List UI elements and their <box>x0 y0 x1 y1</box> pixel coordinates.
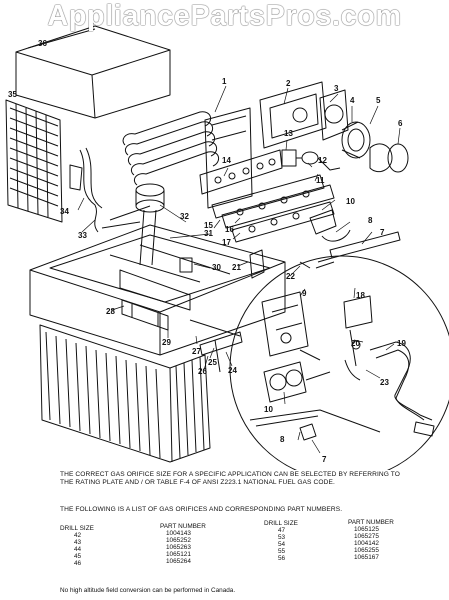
drill-size-header: Drill Size <box>60 525 94 532</box>
inducer-motor <box>369 143 409 173</box>
callout-number-25: 25 <box>208 358 217 367</box>
part-number-cell: 1065263 <box>166 544 191 551</box>
callout-number-17: 17 <box>222 238 231 247</box>
callout-number-22: 22 <box>286 272 295 281</box>
part-number-header: Part Number <box>160 523 206 530</box>
drill-size-cell: 54 <box>278 541 286 548</box>
callout-number-11: 11 <box>316 176 325 185</box>
drill-size-column-left: Drill Size 42 43 44 45 46 <box>60 525 94 567</box>
callout-number-5: 5 <box>376 96 381 105</box>
callout-number-21: 21 <box>232 263 241 272</box>
burner-assembly <box>211 174 335 243</box>
callout-number-36: 36 <box>38 39 47 48</box>
callout-number-24: 24 <box>228 366 237 375</box>
callout-number-29: 29 <box>162 338 171 347</box>
part-number-cell: 1065125 <box>354 526 379 533</box>
callout-number-16: 16 <box>225 225 234 234</box>
drill-size-cell: 42 <box>74 532 82 539</box>
callout-number-35: 35 <box>8 90 17 99</box>
part-number-column-left: Part Number 1004143 1065252 1065263 1065… <box>160 523 206 565</box>
callout-number-12: 12 <box>318 156 327 165</box>
callout-number-20: 20 <box>351 339 360 348</box>
wiring-harness <box>69 147 103 233</box>
callout-number-26: 26 <box>198 367 207 376</box>
callout-number-34: 34 <box>60 207 69 216</box>
callout-number-28: 28 <box>106 307 115 316</box>
drill-size-cell: 45 <box>74 553 82 560</box>
callout-number-15: 15 <box>204 221 213 230</box>
high-altitude-footnote: No high altitude field conversion can be… <box>60 587 236 594</box>
part-number-column-right: Part Number 1065125 1065275 1004142 1065… <box>348 519 394 561</box>
callout-number-18: 18 <box>356 291 365 300</box>
part-number-cell: 1004142 <box>354 540 379 547</box>
gas-orifice-note: The correct gas orifice size for a speci… <box>60 471 401 486</box>
drill-size-column-right: Drill Size 47 53 54 55 56 <box>264 520 298 562</box>
igniter <box>309 209 351 242</box>
drill-size-header: Drill Size <box>264 520 298 527</box>
callout-number-30: 30 <box>212 263 221 272</box>
mounting-rail <box>315 231 401 269</box>
heat-exchanger <box>122 107 253 209</box>
callout-number-8: 8 <box>280 435 285 444</box>
orifice-table: Drill Size 42 43 44 45 46 Part Number 10… <box>60 519 400 581</box>
part-number-header: Part Number <box>348 519 394 526</box>
drill-size-cell: 55 <box>278 548 286 555</box>
callout-number-14: 14 <box>222 156 231 165</box>
part-number-cell: 1004143 <box>166 530 191 537</box>
callout-number-23: 23 <box>380 378 389 387</box>
inducer-mount-plate <box>259 81 327 149</box>
callout-number-19: 19 <box>397 339 406 348</box>
callout-number-9: 9 <box>302 289 307 298</box>
top-cover-panel <box>15 25 171 119</box>
condenser-coil <box>39 324 243 463</box>
drill-size-cell: 44 <box>74 546 82 553</box>
part-number-cell: 1065255 <box>354 547 379 554</box>
evaporator-coil <box>5 99 63 223</box>
callout-number-2: 2 <box>286 79 291 88</box>
part-number-cell: 1065264 <box>166 558 191 565</box>
callout-number-3: 3 <box>334 84 339 93</box>
callout-number-10: 10 <box>346 197 355 206</box>
callout-number-10: 10 <box>264 405 273 414</box>
callout-number-27: 27 <box>192 347 201 356</box>
callout-leaders <box>77 85 401 454</box>
drill-size-cell: 56 <box>278 555 286 562</box>
part-number-cell: 1065275 <box>354 533 379 540</box>
callout-number-8: 8 <box>368 216 373 225</box>
gas-valve-detail <box>229 255 449 470</box>
callout-number-32: 32 <box>180 212 189 221</box>
exploded-parts-diagram: 3635123456141312113433323115161710873021… <box>5 25 449 470</box>
callout-number-7: 7 <box>322 455 327 464</box>
callout-number-33: 33 <box>78 231 87 240</box>
callout-number-6: 6 <box>398 119 403 128</box>
watermark-text: AppliancePartsPros.com <box>47 0 402 32</box>
cabinet-base <box>29 224 286 356</box>
part-number-cell: 1065252 <box>166 537 191 544</box>
drill-size-cell: 47 <box>278 527 286 534</box>
part-number-cell: 1065121 <box>166 551 191 558</box>
blower-shaft <box>101 183 165 266</box>
drill-size-cell: 53 <box>278 534 286 541</box>
callout-number-1: 1 <box>222 77 227 86</box>
callout-number-4: 4 <box>350 96 355 105</box>
callout-number-13: 13 <box>284 129 293 138</box>
pressure-switch <box>281 149 341 171</box>
callout-number-7: 7 <box>380 228 385 237</box>
burner-plate <box>199 149 283 195</box>
drill-size-cell: 43 <box>74 539 82 546</box>
part-number-cell: 1065167 <box>354 554 379 561</box>
inducer-gasket <box>319 89 349 141</box>
inducer-blower <box>341 121 371 159</box>
orifice-list-note: The following is a list of gas orifices … <box>60 506 343 513</box>
drill-size-cell: 46 <box>74 560 82 567</box>
callout-number-31: 31 <box>204 229 213 238</box>
